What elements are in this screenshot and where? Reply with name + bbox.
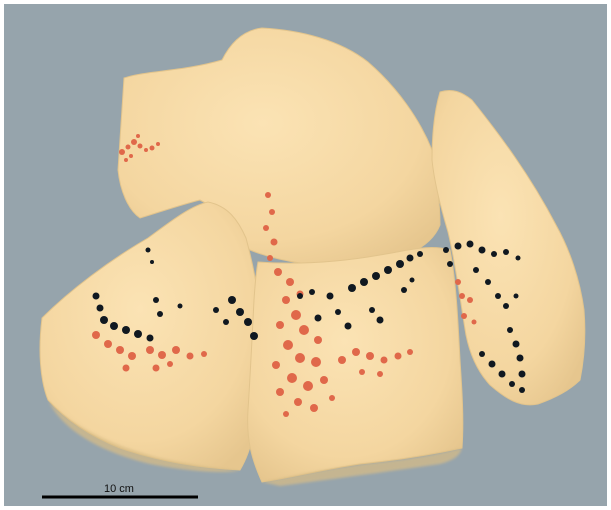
red-pigment-left bbox=[92, 331, 207, 372]
black-pigment-right bbox=[443, 240, 526, 393]
fragment-shadow-middle bbox=[262, 448, 462, 486]
fragment-shadow-left bbox=[48, 400, 240, 472]
scale-bar: 10 cm bbox=[42, 483, 198, 499]
red-pigment-top-left bbox=[119, 134, 160, 162]
red-pigment-right bbox=[455, 279, 477, 325]
black-pigment-left bbox=[92, 247, 258, 342]
black-pigment-middle bbox=[297, 251, 423, 330]
fragment-top bbox=[117, 27, 441, 267]
red-pigment-middle bbox=[263, 192, 413, 417]
fragment-middle bbox=[247, 247, 464, 483]
scale-bar-label: 10 cm bbox=[104, 483, 134, 495]
fragment-right bbox=[431, 89, 586, 406]
